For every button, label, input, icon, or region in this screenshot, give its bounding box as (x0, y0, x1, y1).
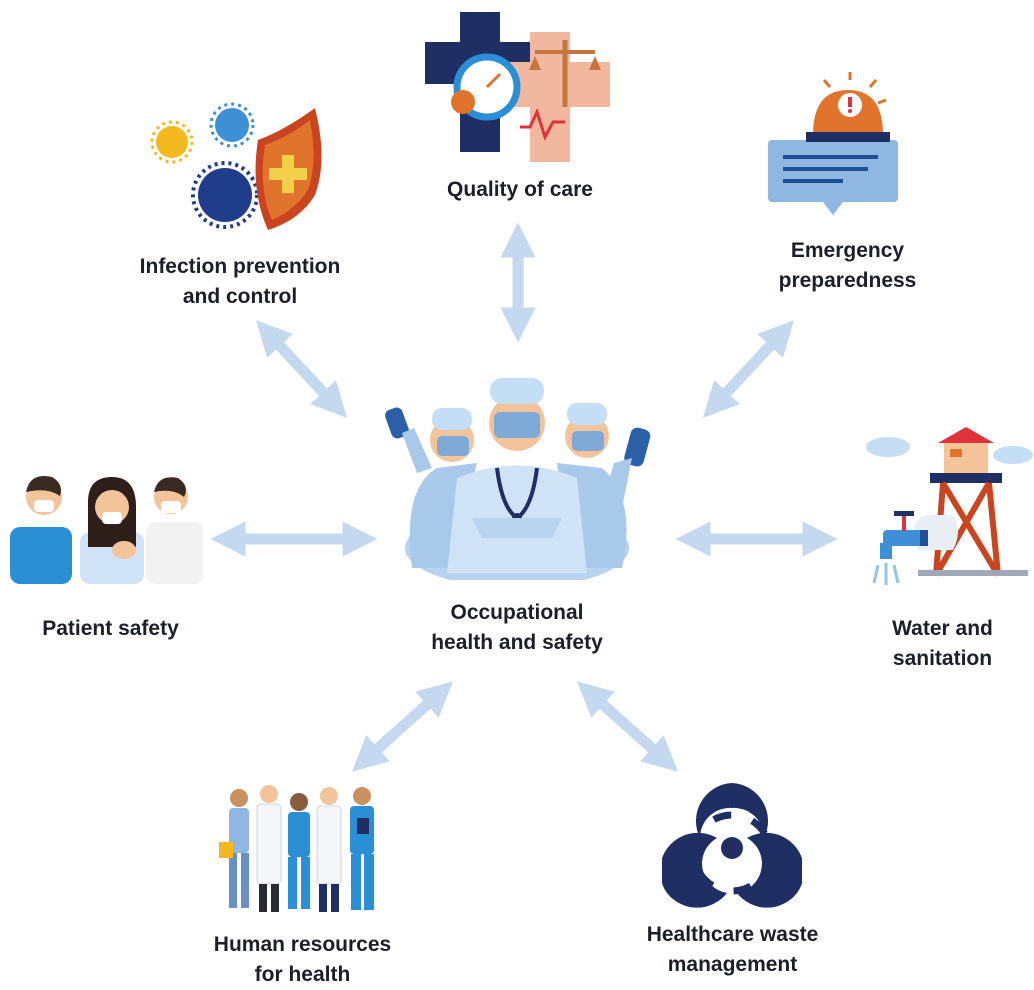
human-resources-label-line1: Human resources (213, 933, 392, 956)
water-tower-icon (866, 427, 1033, 585)
emergency-preparedness-label: Emergency preparedness (740, 236, 955, 296)
emergency-preparedness-label-line1: Emergency (790, 239, 905, 262)
human-resources-label-line2: for health (254, 963, 351, 986)
worker-3 (288, 793, 310, 909)
worker-5 (350, 787, 374, 910)
water-sanitation-label-line2: sanitation (892, 647, 993, 670)
emergency-siren-icon (768, 72, 898, 215)
arrow-emergency (703, 320, 794, 418)
infection-shield-icon (150, 102, 322, 230)
infection-prevention-label: Infection prevention and control (110, 252, 370, 312)
center-label-line1: Occupational (450, 601, 584, 624)
masked-patients-icon (10, 476, 203, 584)
arrow-waste (576, 681, 679, 772)
healthcare-waste-label: Healthcare waste management (615, 920, 850, 980)
arrow-infection (256, 320, 347, 418)
worker-4 (316, 787, 342, 912)
quality-of-care-icon (425, 12, 610, 162)
center-label-line2: health and safety (431, 631, 603, 654)
biohazard-icon (662, 783, 802, 908)
worker-2 (256, 785, 282, 912)
water-sanitation-label: Water and sanitation (855, 614, 1030, 674)
human-resources-label: Human resources for health (180, 930, 425, 990)
health-workers-center-icon (385, 378, 651, 580)
healthcare-waste-label-line1: Healthcare waste (646, 923, 819, 946)
infection-prevention-label-line1: Infection prevention (139, 255, 341, 278)
center-label: Occupational health and safety (392, 598, 642, 658)
quality-of-care-label-line1: Quality of care (447, 178, 593, 201)
worker-1 (219, 789, 249, 908)
emergency-preparedness-label-line2: preparedness (778, 269, 917, 292)
health-workers-icon (219, 785, 374, 912)
infection-prevention-label-line2: and control (182, 285, 298, 308)
arrow-human (351, 681, 454, 772)
patient-safety-label-line1: Patient safety (42, 617, 179, 640)
healthcare-waste-label-line2: management (667, 953, 798, 976)
quality-of-care-label: Quality of care (410, 175, 630, 205)
patient-safety-label: Patient safety (8, 614, 213, 644)
water-sanitation-label-line1: Water and (892, 617, 993, 640)
